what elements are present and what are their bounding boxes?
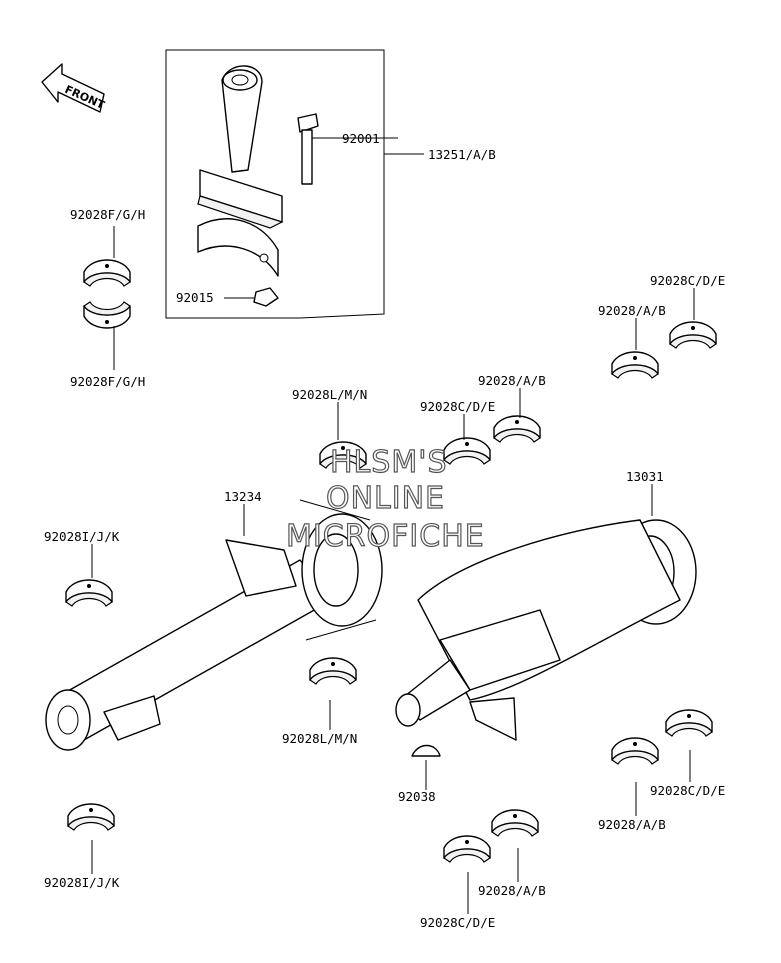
label-92028ab-r1: 92028/A/B [598,303,666,318]
label-13031: 13031 [626,469,664,484]
watermark: HLSM'S ONLINE MICROFICHE [285,444,485,554]
woodruff-key [411,744,441,757]
bearing-92028cde-br [665,709,713,737]
label-92001: 92001 [342,131,380,146]
bearing-92028cde-r1 [669,321,717,349]
label-92028cde-mid: 92028C/D/E [420,399,495,414]
label-92028fgh-bot: 92028F/G/H [70,374,145,389]
watermark-line-1: HLSM'S [330,445,448,480]
label-92028ab-bot: 92028/A/B [478,883,546,898]
part-labels: 92001 13251/A/B 92015 92028F/G/H 92028F/… [44,131,725,930]
label-92028cde-r1: 92028C/D/E [650,273,725,288]
leader-lines [91,226,695,914]
label-13234: 13234 [224,489,262,504]
label-92028lmn-bot: 92028L/M/N [282,731,357,746]
label-92028ijk-bot: 92028I/J/K [44,875,120,890]
label-92028cde-bot: 92028C/D/E [420,915,495,930]
bearing-92028ab-br [611,737,659,765]
bearing-92028ijk-top [65,579,113,607]
bearing-92028ab-bot [491,809,539,837]
label-92028cde-br: 92028C/D/E [650,783,725,798]
watermark-line-2: ONLINE [326,481,445,516]
bearing-92028cde-bot [443,835,491,863]
label-13251: 13251/A/B [428,147,496,162]
label-92028ab-mid: 92028/A/B [478,373,546,388]
label-92028fgh-top: 92028F/G/H [70,207,145,222]
label-92015: 92015 [176,290,214,305]
bearing-92028fgh-top [83,259,131,287]
watermark-line-3: MICROFICHE [286,519,485,554]
front-arrow-icon: FRONT [41,63,107,113]
balancer-shaft [45,499,383,751]
connecting-rod-group [165,49,424,319]
label-92038: 92038 [398,789,436,804]
crankshaft [395,519,697,741]
bearing-92028lmn-bot [309,657,357,685]
label-92028ab-br: 92028/A/B [598,817,666,832]
bearing-92028ijk-bot [67,803,115,831]
bearing-92028cde-mid [443,437,491,465]
bearing-92028ab-r1 [611,351,659,379]
label-92028ijk-top: 92028I/J/K [44,529,120,544]
bearing-92028fgh-bot [83,301,131,329]
bearing-92028ab-mid [493,415,541,443]
label-92028lmn-top: 92028L/M/N [292,387,367,402]
